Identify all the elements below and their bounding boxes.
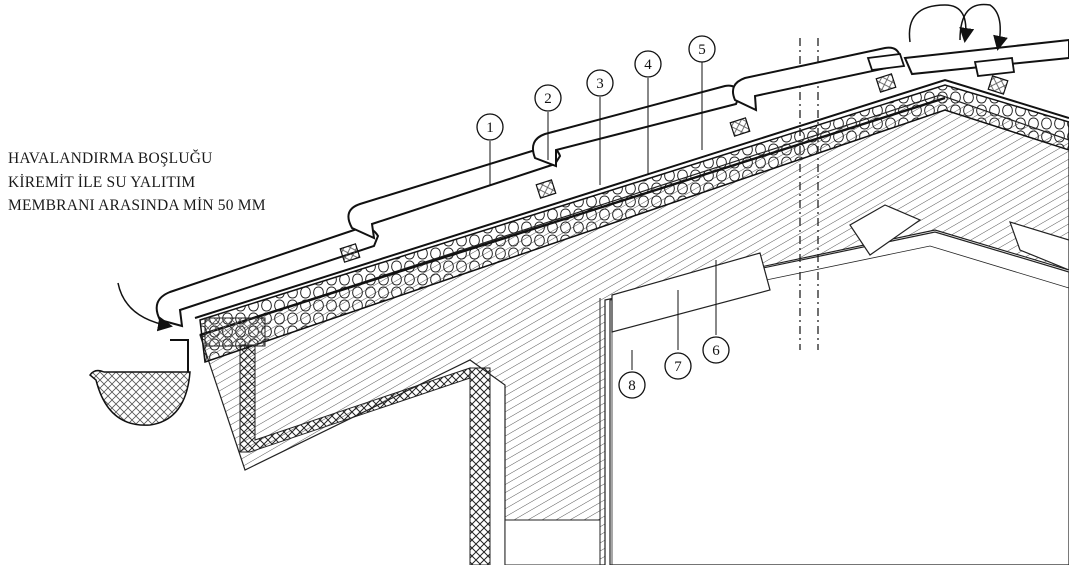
- svg-text:8: 8: [628, 378, 636, 394]
- svg-text:3: 3: [596, 76, 604, 92]
- svg-text:7: 7: [674, 359, 682, 375]
- gutter: [88, 339, 191, 426]
- callout-4: 4: [634, 50, 662, 78]
- break-line: [799, 38, 819, 350]
- note-line-1: HAVALANDIRMA BOŞLUĞU: [8, 150, 213, 167]
- waterproof-membrane: [194, 78, 1069, 319]
- roof-battens: [339, 73, 1009, 263]
- callout-8: 8: [618, 371, 646, 399]
- lower-wall: [504, 519, 601, 566]
- wall-insulation: [239, 344, 491, 566]
- callout-7: 7: [664, 352, 692, 380]
- ventilation-gap-note: HAVALANDIRMA BOŞLUĞU KİREMİT İLE SU YALI…: [8, 147, 266, 218]
- svg-text:2: 2: [544, 91, 552, 107]
- note-line-3: MEMBRANI ARASINDA MİN 50 MM: [8, 197, 266, 214]
- callout-leaders: [489, 62, 717, 370]
- svg-text:6: 6: [712, 343, 720, 359]
- block-voids: [611, 204, 1069, 333]
- callout-2: 2: [534, 84, 562, 112]
- svg-text:4: 4: [644, 57, 652, 73]
- svg-text:5: 5: [698, 42, 706, 58]
- ridge-vents: [866, 53, 1016, 77]
- svg-text:1: 1: [486, 120, 494, 136]
- roof-insulation-layer: [199, 84, 1069, 364]
- eaves-timber: [204, 317, 266, 347]
- note-line-2: KİREMİT İLE SU YALITIM: [8, 173, 196, 191]
- callout-3: 3: [586, 69, 614, 97]
- roof-tiles: [155, 38, 1069, 328]
- callout-6: 6: [702, 336, 730, 364]
- callout-5: 5: [688, 35, 716, 63]
- callout-1: 1: [476, 113, 504, 141]
- airflow-arrows: [117, 3, 1008, 332]
